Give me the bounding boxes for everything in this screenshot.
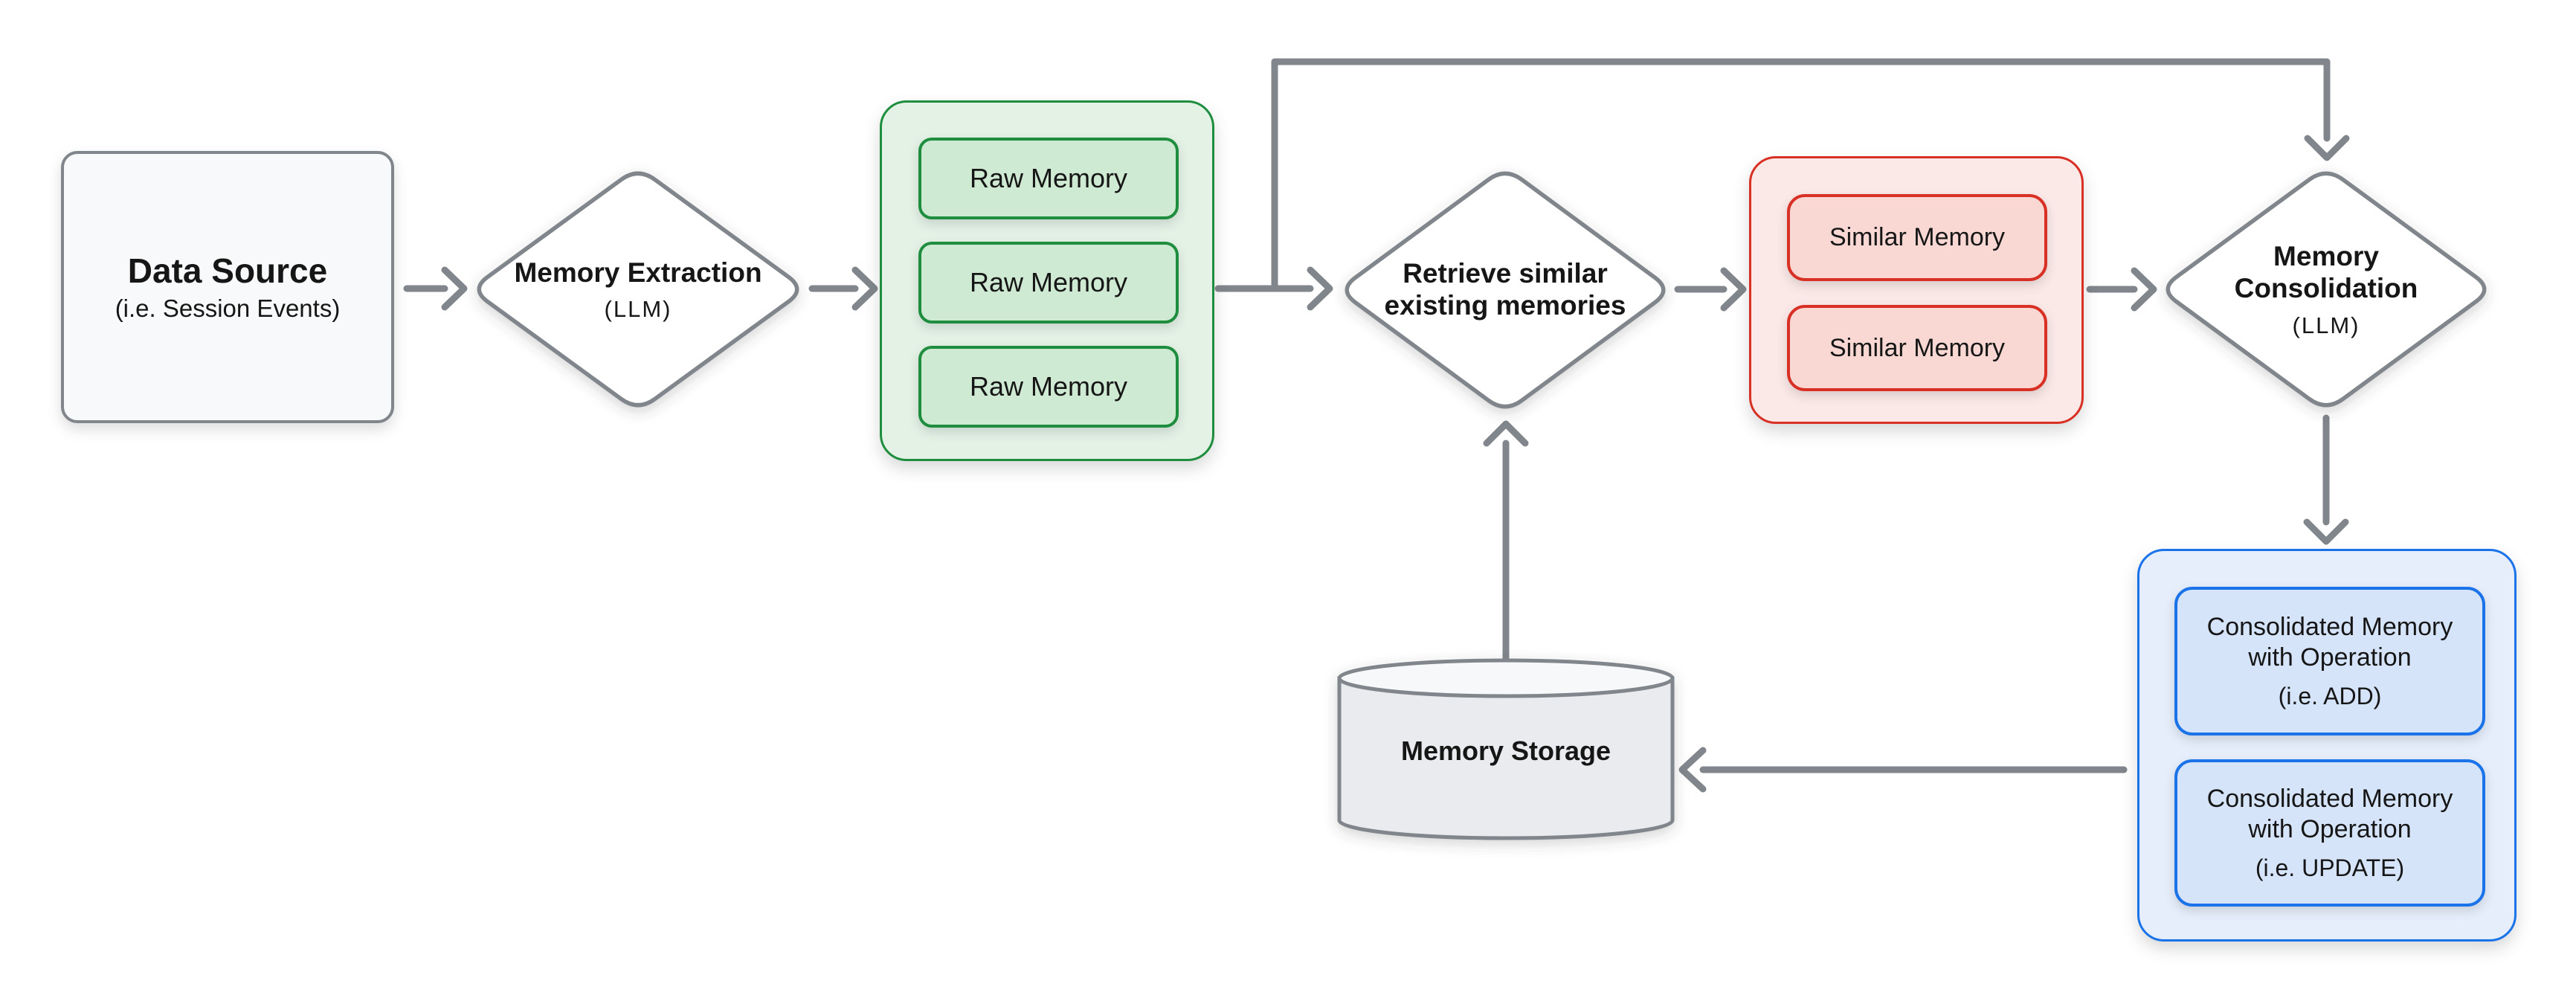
memory-extraction-label: Memory Extraction (LLM) bbox=[512, 178, 764, 402]
consolidated-memory-chip-add: Consolidated Memory with Operation (i.e.… bbox=[2174, 587, 2485, 736]
retrieve-diamond bbox=[1345, 171, 1666, 409]
data-source-subtitle: (i.e. Session Events) bbox=[115, 294, 341, 323]
similar-memory-label-1: Similar Memory bbox=[1829, 223, 2006, 252]
memory-storage-title: Memory Storage bbox=[1400, 736, 1611, 767]
consolidated-memory-subtitle-add: (i.e. ADD) bbox=[2278, 683, 2382, 710]
arrow-similar-to-consolidation-head bbox=[2131, 267, 2157, 312]
feedback-line-head bbox=[2304, 135, 2350, 161]
data-source-node: Data Source (i.e. Session Events) bbox=[61, 151, 394, 423]
arrow-extraction-to-rawmemory-head bbox=[851, 266, 878, 311]
arrow-consolidated-to-storage-head bbox=[1678, 747, 1707, 793]
raw-memory-group: Raw Memory Raw Memory Raw Memory bbox=[880, 100, 1214, 461]
consolidated-memory-title-update: Consolidated Memory with Operation bbox=[2206, 784, 2453, 843]
raw-memory-chip-3: Raw Memory bbox=[918, 346, 1179, 428]
raw-memory-chip-1: Raw Memory bbox=[918, 138, 1179, 219]
similar-memory-chip-2: Similar Memory bbox=[1787, 305, 2047, 391]
memory-consolidation-diamond bbox=[2166, 171, 2487, 408]
consolidated-memory-chip-update: Consolidated Memory with Operation (i.e.… bbox=[2174, 759, 2485, 907]
consolidated-memory-group: Consolidated Memory with Operation (i.e.… bbox=[2137, 549, 2517, 942]
similar-memory-label-2: Similar Memory bbox=[1829, 333, 2006, 362]
consolidated-memory-title-add: Consolidated Memory with Operation bbox=[2206, 612, 2453, 672]
consolidated-memory-subtitle-update: (i.e. UPDATE) bbox=[2255, 854, 2405, 882]
raw-memory-label-2: Raw Memory bbox=[969, 267, 1128, 297]
arrow-datasource-to-extraction-head bbox=[441, 266, 468, 311]
memory-storage-cylinder-body bbox=[1337, 676, 1675, 840]
data-source-title: Data Source bbox=[127, 251, 328, 290]
memory-consolidation-subtitle: (LLM) bbox=[2292, 312, 2360, 338]
memory-consolidation-title: Memory Consolidation bbox=[2234, 241, 2418, 303]
retrieve-title: Retrieve similar existing memories bbox=[1384, 258, 1626, 321]
memory-extraction-title: Memory Extraction bbox=[514, 257, 762, 288]
similar-memory-group: Similar Memory Similar Memory bbox=[1749, 156, 2084, 424]
memory-extraction-diamond bbox=[477, 171, 799, 408]
memory-storage-cylinder-top bbox=[1337, 658, 1675, 698]
raw-memory-chip-2: Raw Memory bbox=[918, 242, 1179, 324]
arrow-rawmemory-to-retrieve-head bbox=[1307, 266, 1333, 311]
retrieve-label: Retrieve similar existing memories bbox=[1379, 178, 1632, 402]
memory-extraction-subtitle: (LLM) bbox=[604, 296, 672, 323]
raw-memory-label-3: Raw Memory bbox=[969, 371, 1128, 402]
memory-consolidation-label: Memory Consolidation (LLM) bbox=[2200, 178, 2453, 402]
similar-memory-chip-1: Similar Memory bbox=[1787, 194, 2047, 281]
arrow-retrieve-to-similar-head bbox=[1720, 267, 1747, 312]
arrow-storage-to-retrieve-head bbox=[1483, 420, 1529, 447]
arrow-consolidation-to-consolidated-head bbox=[2303, 518, 2349, 545]
memory-storage-label: Memory Storage bbox=[1394, 692, 1617, 811]
raw-memory-label-1: Raw Memory bbox=[969, 163, 1128, 193]
feedback-line-rawmemory-to-consolidation bbox=[1271, 58, 2331, 292]
